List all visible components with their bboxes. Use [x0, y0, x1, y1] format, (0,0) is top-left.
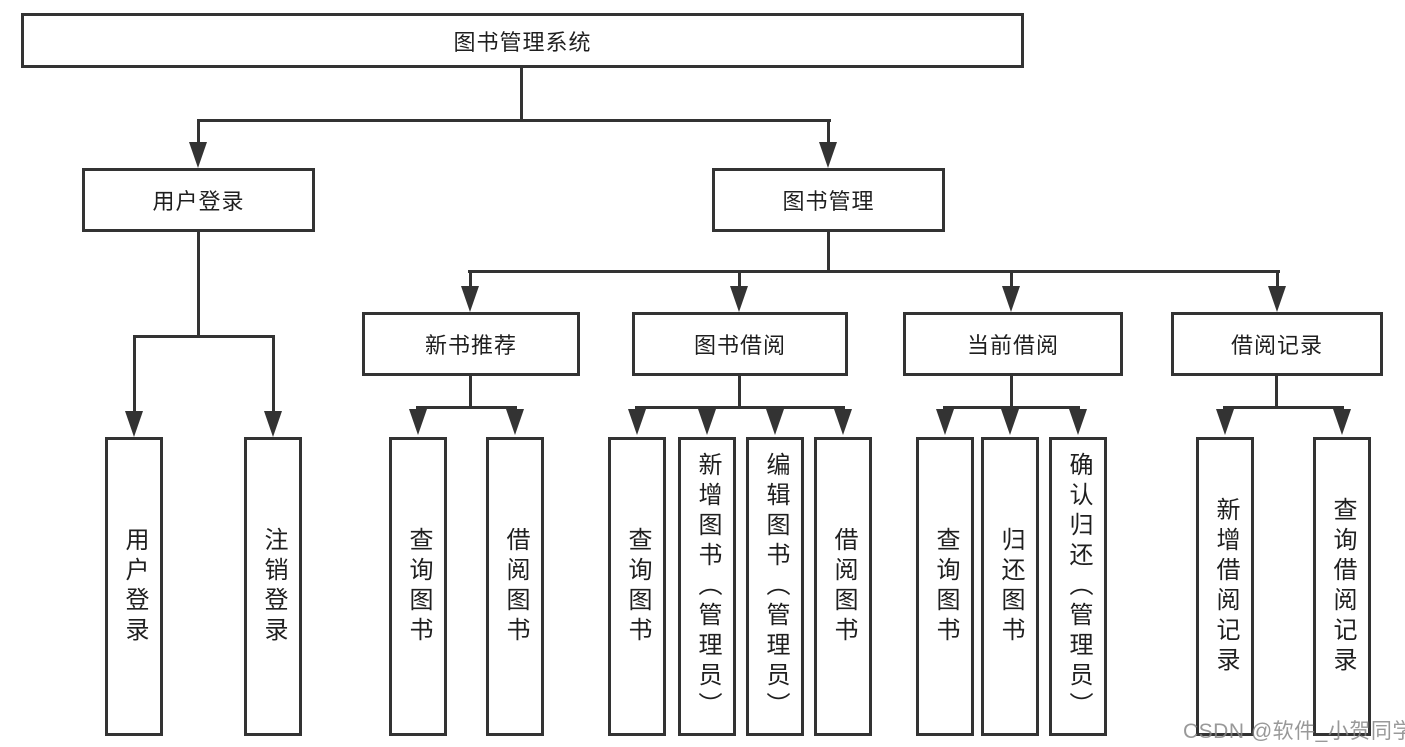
node-label: 新增图书（管理员） — [694, 451, 721, 722]
node-library-system: 图书管理系统 — [21, 13, 1024, 68]
connector-line — [468, 270, 1280, 273]
connector-line — [738, 374, 741, 408]
connector-arrowhead — [936, 409, 954, 435]
connector-line — [1010, 374, 1013, 408]
node-label: 确认归还（管理员） — [1065, 451, 1092, 722]
connector-arrowhead — [461, 286, 479, 312]
connector-arrowhead — [766, 409, 784, 435]
connector-line — [469, 374, 472, 408]
node-label: 借阅图书 — [502, 526, 529, 647]
connector-line — [133, 335, 275, 338]
leaf-query-books-recommend: 查询图书 — [389, 437, 447, 736]
connector-arrowhead — [1002, 286, 1020, 312]
leaf-query-borrow-record: 查询借阅记录 — [1313, 437, 1371, 736]
connector-arrowhead — [264, 411, 282, 437]
connector-line — [197, 230, 200, 337]
connector-arrowhead — [819, 142, 837, 168]
connector-line — [1276, 270, 1279, 288]
watermark-text: CSDN @软件_小贺同学 — [1183, 720, 1405, 743]
leaf-return-book: 归还图书 — [981, 437, 1039, 736]
leaf-borrow-books-borrowing: 借阅图书 — [814, 437, 872, 736]
leaf-logout: 注销登录 — [244, 437, 302, 736]
connector-arrowhead — [1001, 409, 1019, 435]
node-label: 用户登录 — [121, 526, 148, 647]
leaf-add-book-admin: 新增图书（管理员） — [678, 437, 736, 736]
connector-arrowhead — [506, 409, 524, 435]
leaf-query-books-current: 查询图书 — [916, 437, 974, 736]
connector-arrowhead — [628, 409, 646, 435]
leaf-borrow-books-recommend: 借阅图书 — [486, 437, 544, 736]
node-label: 注销登录 — [260, 526, 287, 647]
node-borrow-records: 借阅记录 — [1171, 312, 1383, 376]
node-label: 归还图书 — [997, 526, 1024, 647]
node-label: 图书管理系统 — [453, 29, 592, 55]
node-label: 图书借阅 — [693, 333, 786, 358]
node-new-book-recommend: 新书推荐 — [362, 312, 580, 376]
connector-line — [197, 119, 831, 122]
connector-line — [1223, 406, 1344, 409]
connector-line — [635, 406, 845, 409]
leaf-query-books-borrowing: 查询图书 — [608, 437, 666, 736]
node-label: 借阅记录 — [1230, 333, 1323, 358]
leaf-user-login: 用户登录 — [105, 437, 163, 736]
connector-line — [272, 335, 275, 413]
connector-line — [469, 270, 472, 288]
leaf-edit-book-admin: 编辑图书（管理员） — [746, 437, 804, 736]
connector-line — [1275, 374, 1278, 408]
connector-line — [738, 270, 741, 288]
connector-arrowhead — [1333, 409, 1351, 435]
connector-arrowhead — [125, 411, 143, 437]
connector-line — [827, 230, 830, 273]
leaf-confirm-return-admin: 确认归还（管理员） — [1049, 437, 1107, 736]
connector-arrowhead — [834, 409, 852, 435]
node-book-management: 图书管理 — [712, 168, 945, 232]
connector-line — [133, 335, 136, 413]
node-book-borrowing: 图书借阅 — [632, 312, 848, 376]
connector-arrowhead — [189, 142, 207, 168]
connector-arrowhead — [1069, 409, 1087, 435]
connector-line — [827, 119, 830, 147]
node-label: 当前借阅 — [966, 333, 1059, 358]
node-user-login-branch: 用户登录 — [82, 168, 315, 232]
connector-arrowhead — [409, 409, 427, 435]
node-label: 用户登录 — [152, 189, 245, 214]
node-label: 借阅图书 — [830, 526, 857, 647]
node-label: 查询图书 — [405, 526, 432, 647]
leaf-add-borrow-record: 新增借阅记录 — [1196, 437, 1254, 736]
node-label: 新书推荐 — [424, 333, 517, 358]
node-label: 编辑图书（管理员） — [762, 451, 789, 722]
connector-line — [520, 66, 523, 121]
node-current-borrowing: 当前借阅 — [903, 312, 1123, 376]
connector-arrowhead — [1216, 409, 1234, 435]
connector-arrowhead — [698, 409, 716, 435]
connector-arrowhead — [1268, 286, 1286, 312]
connector-arrowhead — [730, 286, 748, 312]
node-label: 新增借阅记录 — [1212, 496, 1239, 677]
node-label: 查询借阅记录 — [1329, 496, 1356, 677]
node-label: 查询图书 — [624, 526, 651, 647]
connector-line — [1010, 270, 1013, 288]
connector-line — [416, 406, 517, 409]
connector-line — [943, 406, 1080, 409]
connector-line — [197, 119, 200, 147]
node-label: 查询图书 — [932, 526, 959, 647]
node-label: 图书管理 — [782, 189, 875, 214]
